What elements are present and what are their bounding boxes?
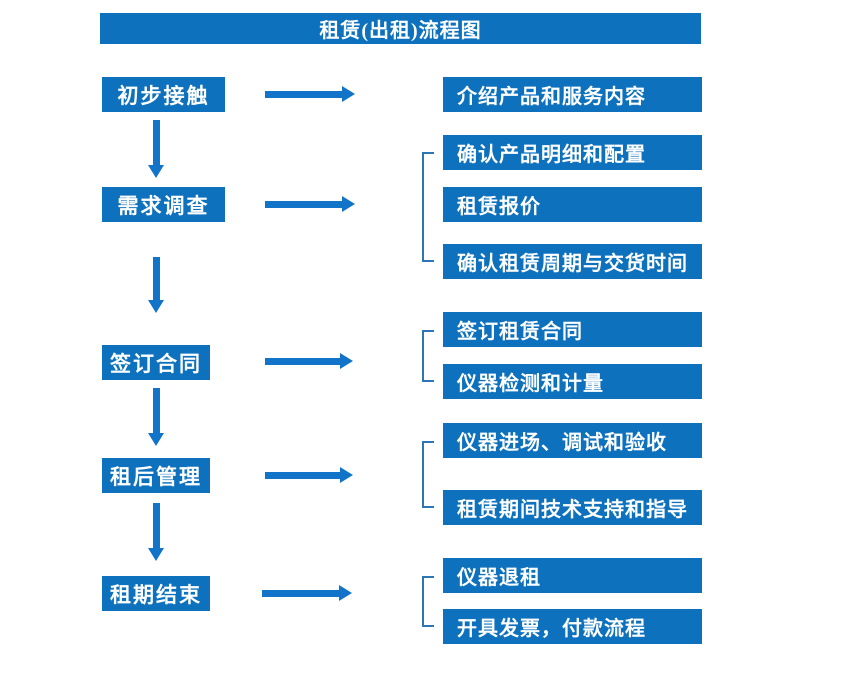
down-arrow-icon: [148, 503, 165, 561]
detail-box-confirm-rental-period: 确认租赁周期与交货时间: [443, 244, 702, 279]
right-arrow-icon: [265, 86, 355, 103]
down-arrow-icon: [148, 388, 165, 446]
detail-box-instrument-testing: 仪器检测和计量: [443, 364, 702, 399]
step-box-rental-end: 租期结束: [102, 576, 210, 611]
right-arrow-icon: [262, 585, 352, 602]
group-bracket-icon: [422, 330, 434, 382]
detail-box-instrument-return: 仪器退租: [443, 558, 702, 593]
detail-box-introduce-products: 介绍产品和服务内容: [443, 77, 702, 112]
detail-box-confirm-product-details: 确认产品明细和配置: [443, 135, 702, 170]
step-box-demand-survey: 需求调查: [102, 187, 225, 222]
step-box-initial-contact: 初步接触: [102, 77, 225, 112]
down-arrow-icon: [148, 120, 165, 178]
step-box-post-rental-management: 租后管理: [102, 458, 210, 493]
group-bracket-icon: [422, 441, 434, 508]
detail-box-invoice-payment: 开具发票，付款流程: [443, 609, 702, 644]
group-bracket-icon: [422, 576, 434, 627]
right-arrow-icon: [265, 467, 353, 484]
down-arrow-icon: [148, 257, 165, 313]
flowchart-title: 租赁(出租)流程图: [100, 13, 701, 44]
right-arrow-icon: [265, 196, 355, 213]
detail-box-rental-quote: 租赁报价: [443, 187, 702, 222]
detail-box-instrument-setup: 仪器进场、调试和验收: [443, 423, 702, 458]
detail-box-sign-rental-contract: 签订租赁合同: [443, 312, 702, 347]
step-box-sign-contract: 签订合同: [102, 345, 210, 380]
group-bracket-icon: [422, 152, 434, 262]
right-arrow-icon: [265, 353, 353, 370]
detail-box-technical-support: 租赁期间技术支持和指导: [443, 490, 702, 525]
